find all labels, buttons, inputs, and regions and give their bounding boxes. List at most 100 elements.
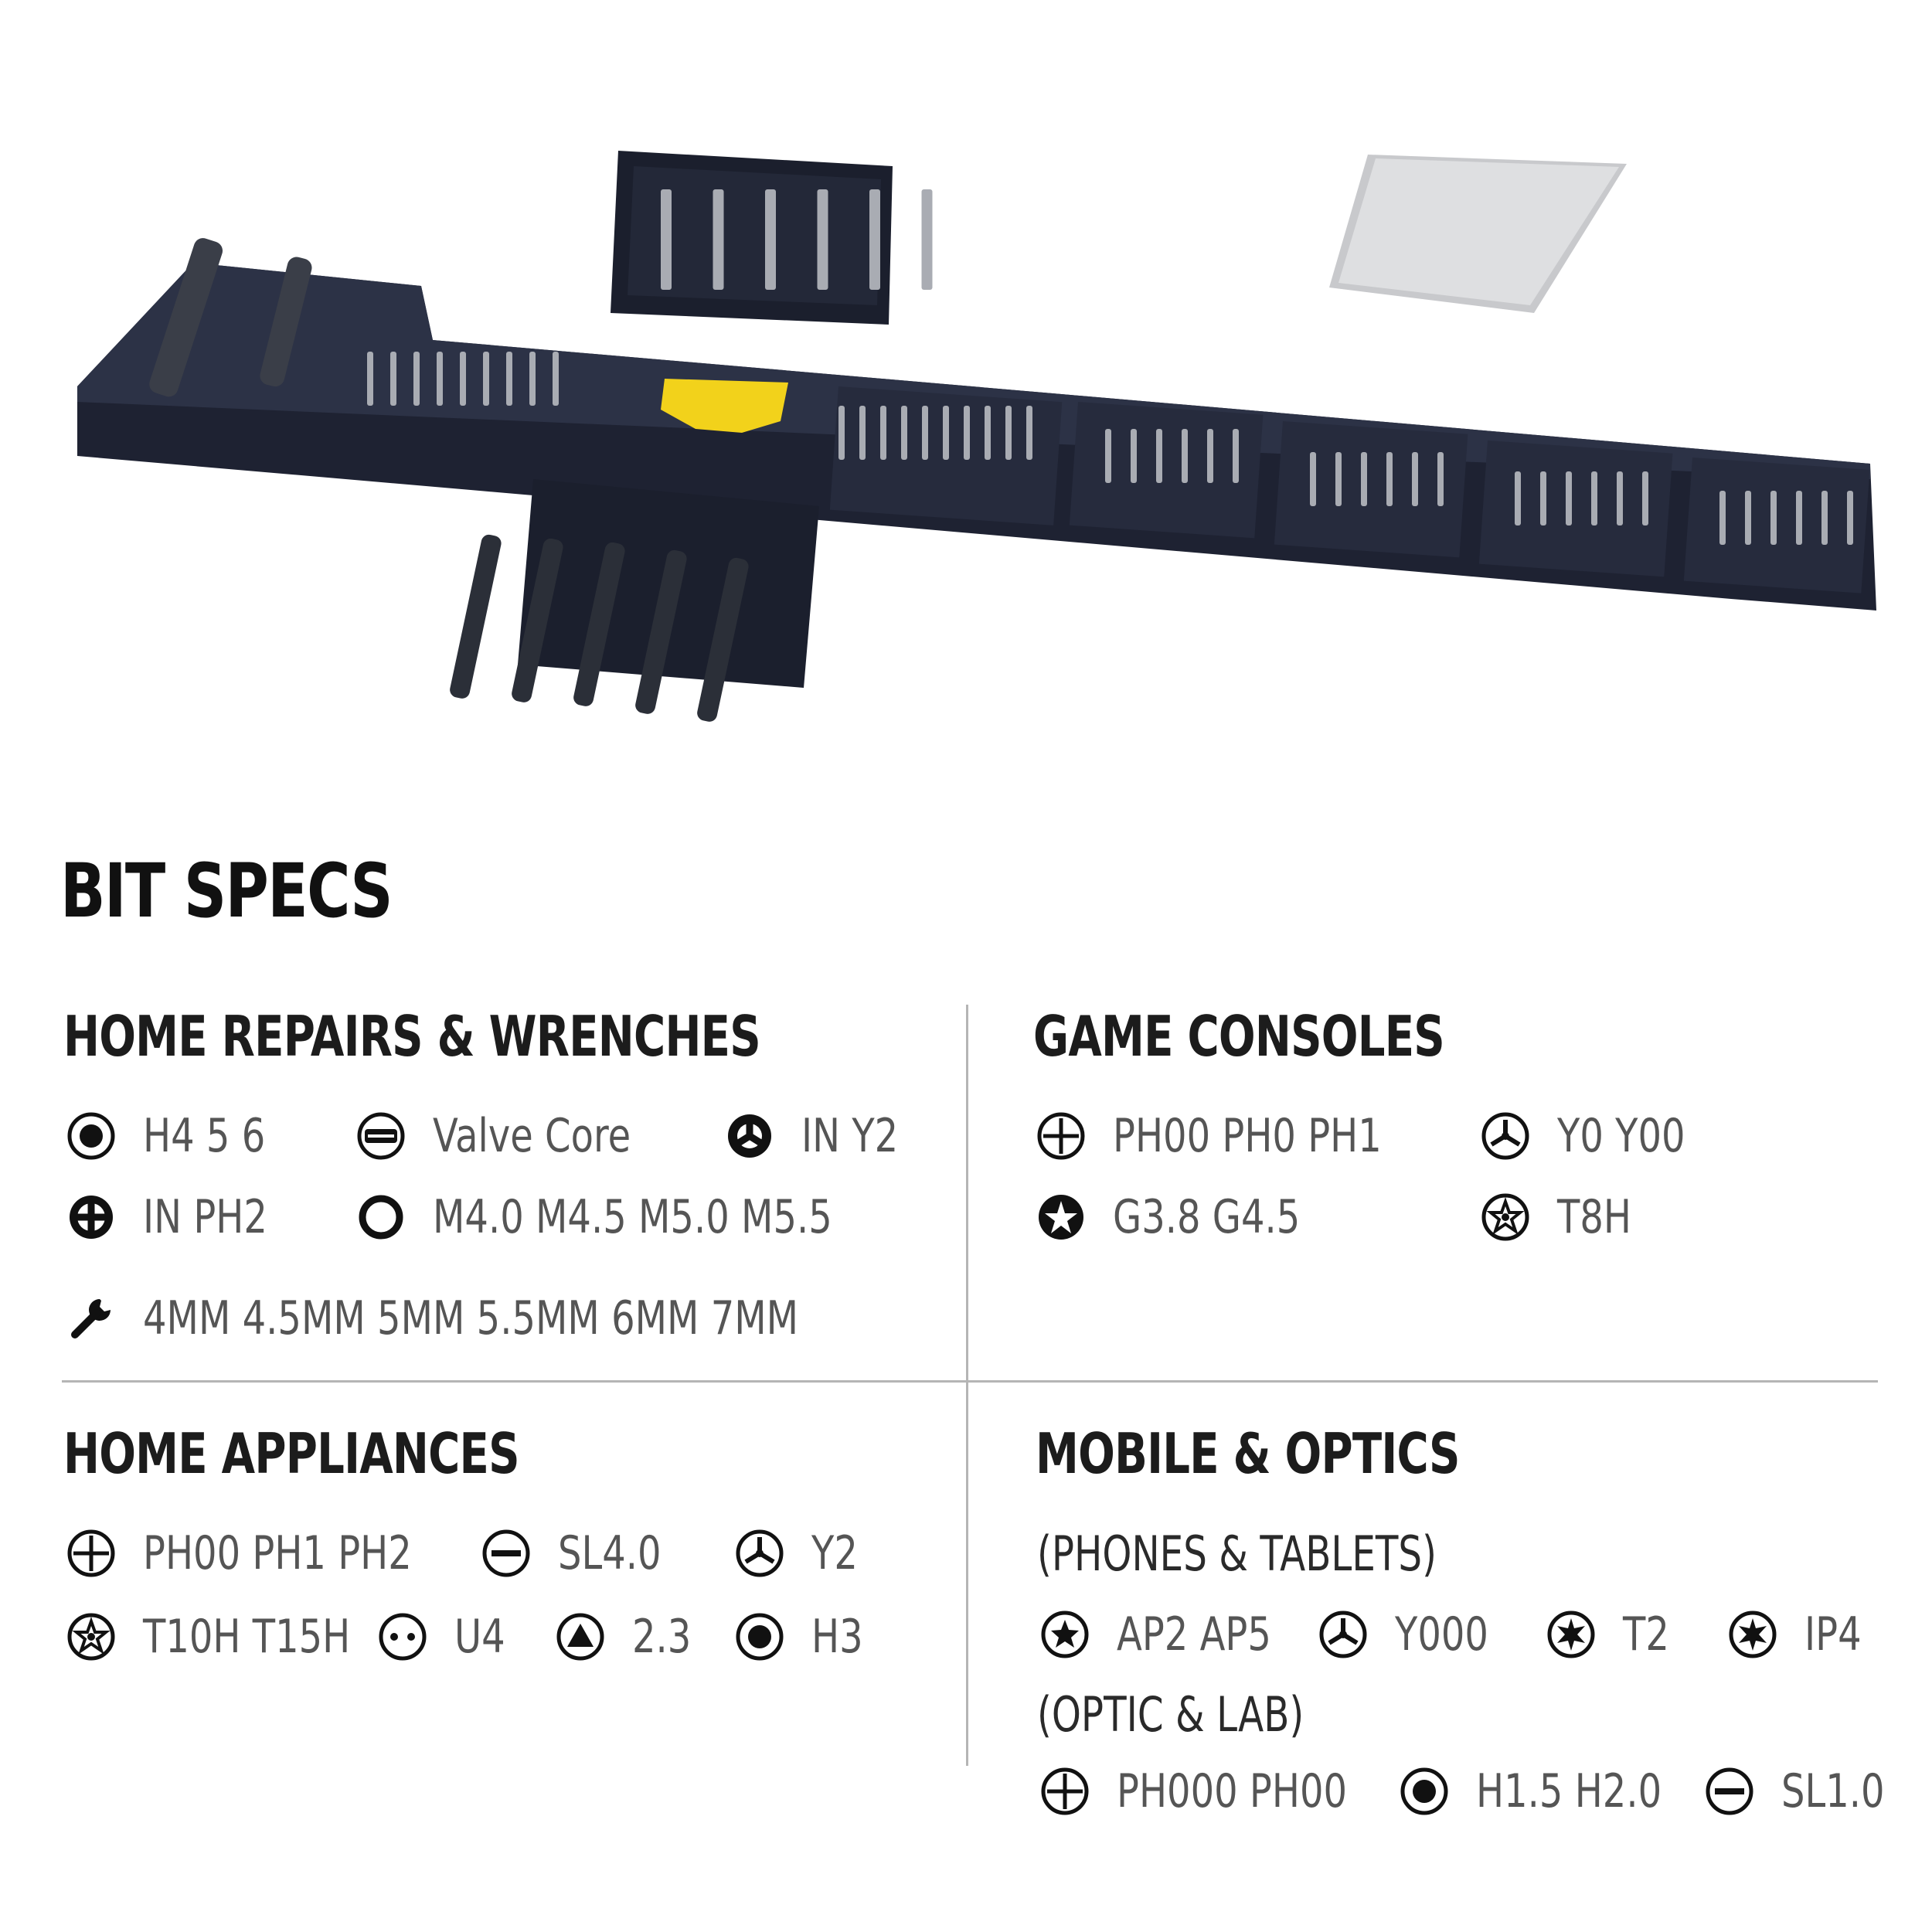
spec-nut: M4.0 M4.5 M5.0 M5.5 <box>355 1192 932 1243</box>
spec-slotted: SL1.0 <box>1704 1766 1910 1817</box>
spec-text: T10H T15H <box>143 1610 351 1664</box>
bit <box>901 406 907 460</box>
bit <box>1745 491 1751 545</box>
bit <box>964 406 970 460</box>
bit <box>529 352 536 406</box>
spec-wrench: 4MM 4.5MM 5MM 5.5MM 6MM 7MM <box>66 1293 962 1344</box>
valve-core-icon <box>355 1111 406 1162</box>
spec-triangle: 2.3 <box>555 1611 706 1662</box>
bit <box>985 406 991 460</box>
spec-hex: H1.5 H2.0 <box>1399 1766 1708 1817</box>
section-title-home-repairs: HOME REPAIRS & WRENCHES <box>63 1004 761 1069</box>
bit <box>1005 406 1012 460</box>
spec-hex: H4 5 6 <box>66 1111 296 1162</box>
subsection-phones-tablets: (PHONES & TABLETS) <box>1037 1526 1437 1582</box>
spec-slotted: SL4.0 <box>481 1528 687 1579</box>
bit <box>413 352 420 406</box>
silver-card <box>1329 155 1627 313</box>
phillips-icon <box>66 1192 117 1243</box>
bit <box>1591 471 1597 526</box>
spec-text: IN PH2 <box>143 1190 267 1244</box>
spec-phillips: PH00 PH0 PH1 <box>1036 1111 1449 1162</box>
bit <box>921 189 933 290</box>
spec-text: Valve Core <box>433 1109 631 1163</box>
tri-wing-icon <box>1318 1609 1369 1660</box>
u-bit-icon <box>377 1611 428 1662</box>
bit <box>859 406 866 460</box>
page-title: BIT SPECS <box>60 848 393 934</box>
bit <box>765 189 776 290</box>
bit <box>1515 471 1521 526</box>
spec-torx: T10H T15H <box>66 1611 402 1662</box>
spec-text: H3 <box>811 1610 863 1664</box>
tri-wing-icon <box>1480 1111 1531 1162</box>
bit <box>869 189 880 290</box>
bit <box>661 189 672 290</box>
bit <box>390 352 396 406</box>
tri-wing-icon <box>724 1111 775 1162</box>
bit <box>1335 452 1342 506</box>
ip-icon <box>1727 1609 1778 1660</box>
spec-text: U4 <box>454 1610 505 1664</box>
tri-wing-icon <box>734 1528 785 1579</box>
spec-text: H1.5 H2.0 <box>1476 1764 1662 1818</box>
bit <box>838 406 845 460</box>
hex-icon <box>734 1611 785 1662</box>
bit <box>1361 452 1367 506</box>
spec-text: Y2 <box>811 1526 858 1580</box>
spec-tri-wing: Y2 <box>734 1528 869 1579</box>
section-title-home-appliances: HOME APPLIANCES <box>63 1421 520 1486</box>
bit <box>1719 491 1726 545</box>
bit <box>367 352 373 406</box>
torx-icon <box>1546 1609 1597 1660</box>
bit <box>1566 471 1572 526</box>
spec-torx: T8H <box>1480 1192 1650 1243</box>
phillips-icon <box>66 1528 117 1579</box>
spec-in-y: IN Y2 <box>724 1111 922 1162</box>
hex-icon <box>66 1111 117 1162</box>
spec-text: PH000 PH00 <box>1117 1764 1348 1818</box>
subsection-optic-lab: (OPTIC & LAB) <box>1037 1686 1304 1743</box>
spec-valve-core: Valve Core <box>355 1111 680 1162</box>
spec-phillips: PH000 PH00 <box>1039 1766 1405 1817</box>
phillips-icon <box>1036 1111 1087 1162</box>
slotted-icon <box>1704 1766 1755 1817</box>
bit <box>1821 491 1828 545</box>
spec-text: G3.8 G4.5 <box>1113 1190 1301 1244</box>
spec-tri-wing: Y000 <box>1318 1609 1512 1660</box>
bit <box>1182 429 1188 483</box>
security-torx-icon <box>1480 1192 1531 1243</box>
bit <box>1131 429 1137 483</box>
bit <box>483 352 489 406</box>
spec-in-ph: IN PH2 <box>66 1192 298 1243</box>
bit <box>713 189 724 290</box>
bit <box>943 406 949 460</box>
wrench-icon <box>66 1293 117 1344</box>
bit <box>1847 491 1853 545</box>
bit <box>880 406 886 460</box>
section-title-mobile-optics: MOBILE & OPTICS <box>1036 1421 1460 1486</box>
spec-text: AP2 AP5 <box>1117 1607 1271 1662</box>
spec-text: IP4 <box>1804 1607 1862 1662</box>
horizontal-divider <box>62 1380 1878 1383</box>
bit <box>506 352 512 406</box>
bit <box>817 189 828 290</box>
gamebit-icon <box>1036 1192 1087 1243</box>
bit-rows <box>367 189 1853 545</box>
spec-hex: H3 <box>734 1611 876 1662</box>
product-photo <box>77 151 1876 722</box>
spec-phillips: PH00 PH1 PH2 <box>66 1528 479 1579</box>
security-torx-icon <box>66 1611 117 1662</box>
bit <box>460 352 466 406</box>
bit <box>1156 429 1162 483</box>
spec-text: SL1.0 <box>1781 1764 1885 1818</box>
spec-gamebit: G3.8 G4.5 <box>1036 1192 1347 1243</box>
bit <box>437 352 443 406</box>
spec-tri-wing: Y0 Y00 <box>1480 1111 1717 1162</box>
bit <box>1207 429 1213 483</box>
bit <box>1386 452 1393 506</box>
bit <box>922 406 928 460</box>
spec-text: 4MM 4.5MM 5MM 5.5MM 6MM 7MM <box>143 1291 799 1345</box>
bit <box>1437 452 1444 506</box>
bit <box>1642 471 1648 526</box>
